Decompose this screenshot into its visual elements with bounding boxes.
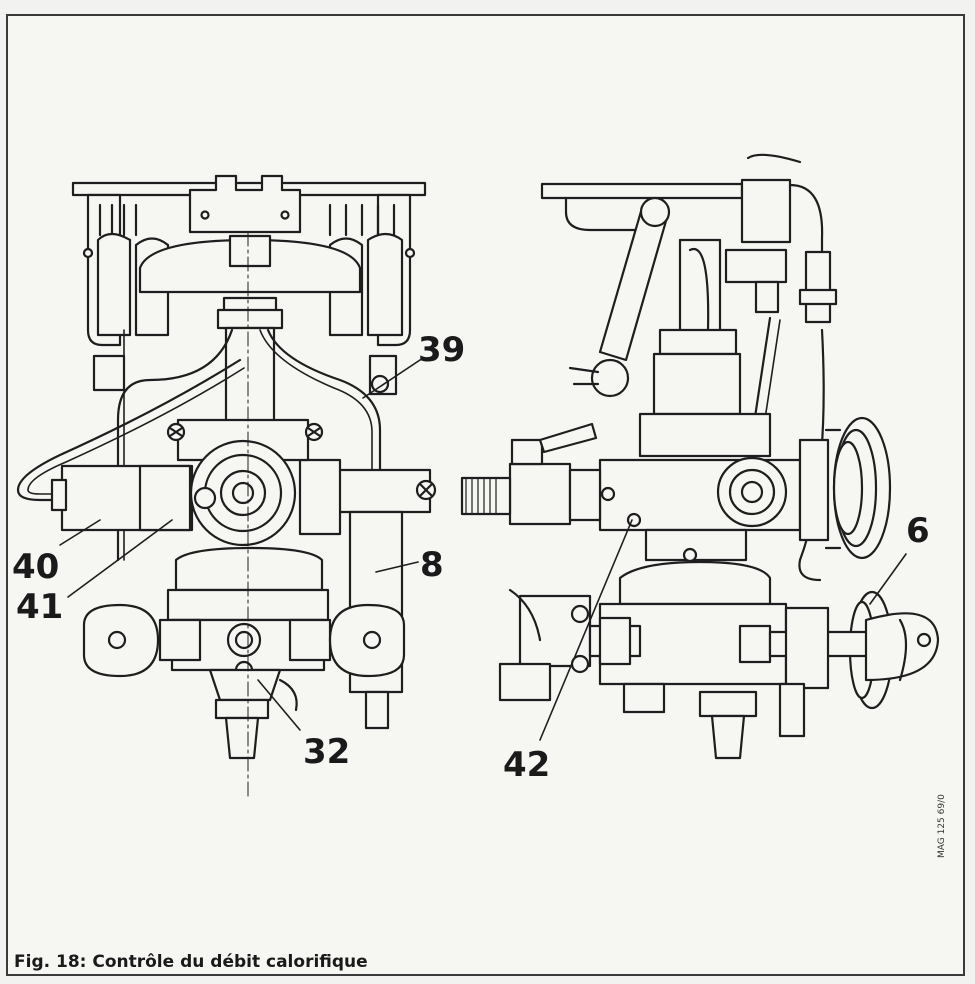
callout-41: 41 — [16, 587, 64, 627]
callout-32: 32 — [303, 732, 351, 772]
right-view-side-of-distributor — [460, 153, 940, 760]
figure-caption: Fig. 18: Contrôle du débit calorifique — [14, 952, 368, 972]
figure-reference-code: MAG 125 69/0 — [937, 794, 947, 858]
callout-42: 42 — [503, 745, 551, 785]
callout-40: 40 — [12, 547, 60, 587]
callout-6: 6 — [906, 511, 930, 551]
left-view-front-of-distributor — [16, 174, 437, 801]
callout-39: 39 — [418, 330, 466, 370]
callout-8: 8 — [420, 545, 444, 585]
